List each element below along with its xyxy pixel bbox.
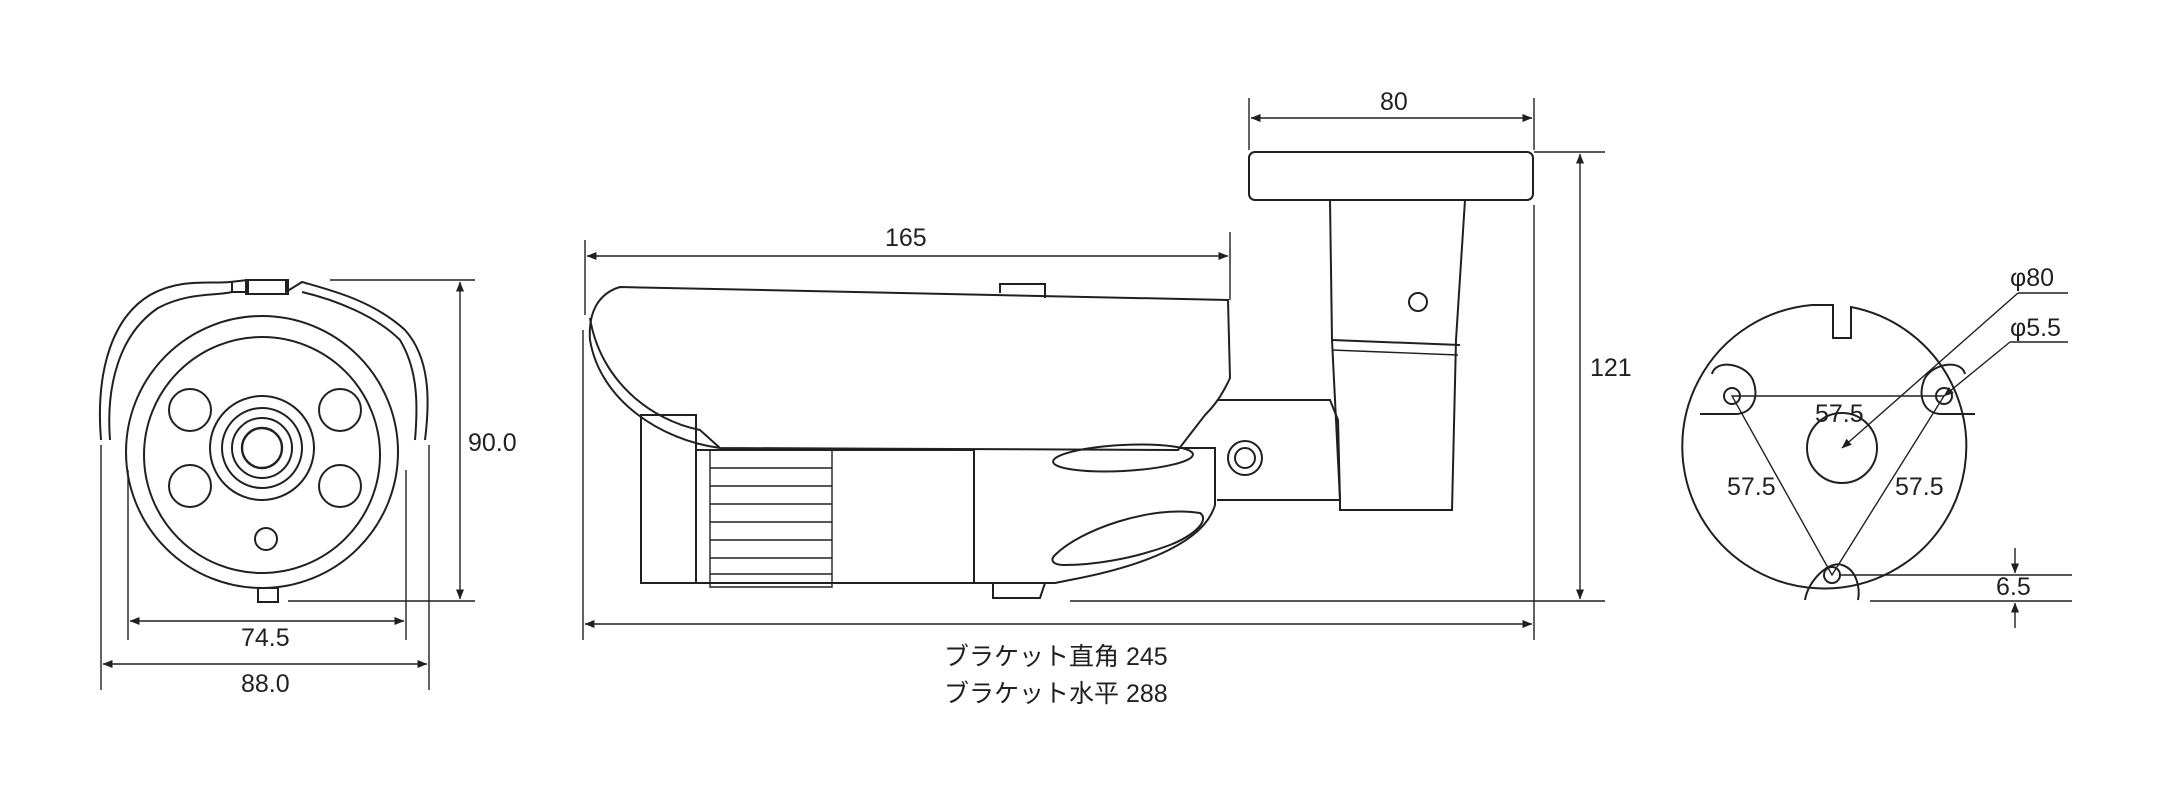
side-lower-oval [1051, 510, 1205, 567]
led-top-left [168, 388, 212, 432]
front-sunshield [98, 278, 429, 441]
front-view: 90.0 74.5 88.0 [98, 278, 517, 698]
leader-mount-diameter [1841, 292, 2019, 449]
dim-mount-diameter: φ80 [2010, 264, 2054, 292]
side-fins [709, 450, 833, 588]
mount-boss-bottom [1804, 563, 1860, 601]
bracket-plate [1248, 151, 1534, 201]
side-bottom-tab [992, 582, 1046, 599]
side-sunshield-lip [589, 317, 721, 449]
mount-boss-right [1920, 363, 1975, 415]
dim-hole-pitch-right: 57.5 [1895, 473, 1944, 501]
leader-hole-diameter [1943, 341, 2011, 397]
dim-hole-pitch-top: 57.5 [1815, 400, 1864, 428]
front-face-circle [143, 336, 381, 574]
caption-bracket-right-angle: ブラケット直角 245 [944, 643, 1168, 671]
side-sunshield [588, 285, 1232, 452]
lens-ring [221, 407, 303, 489]
dim-front-height: 90.0 [468, 429, 517, 457]
mount-plate-outline [1681, 304, 1968, 590]
front-sunshield-inner [108, 291, 418, 441]
front-top-tab [245, 279, 289, 295]
front-bottom-tab [257, 587, 279, 603]
lens-outer [209, 395, 315, 501]
dim-hole-offset: 6.5 [1996, 573, 2031, 601]
dim-front-outer-width: 88.0 [241, 670, 290, 698]
led-top-right [318, 388, 362, 432]
side-view: 165 80 121 ブラケット直角 245 ブラケット水平 288 [582, 88, 1632, 708]
lens-glass [240, 426, 284, 470]
front-small-hole [254, 527, 278, 551]
side-body-mid-block [695, 449, 975, 584]
caption-bracket-horizontal: ブラケット水平 288 [944, 680, 1168, 708]
dim-body-length: 165 [885, 224, 927, 252]
mount-hole-triangle [1730, 395, 1946, 577]
front-body-circle [125, 315, 399, 589]
dim-bracket-width: 80 [1380, 88, 1408, 116]
mount-boss-left [1700, 363, 1757, 415]
dim-front-inner-width: 74.5 [241, 624, 290, 652]
led-bottom-right [318, 464, 362, 508]
side-top-oval [1052, 443, 1194, 473]
bracket-screw-outer [1227, 440, 1263, 476]
dim-hole-diameter: φ5.5 [2010, 314, 2061, 342]
dim-total-height: 121 [1590, 354, 1632, 382]
bracket-screw-inner [1234, 447, 1256, 469]
lens-ring-2 [231, 417, 293, 479]
mount-center-hole [1806, 412, 1878, 484]
side-body [640, 415, 1216, 584]
bracket-arm [1217, 399, 1342, 501]
mount-plate-view: 57.5 57.5 57.5 φ80 φ5.5 6.5 [1681, 264, 2072, 628]
side-top-button [999, 283, 1046, 298]
bracket-column-hole [1408, 292, 1428, 312]
dim-hole-pitch-left: 57.5 [1727, 473, 1776, 501]
led-bottom-left [168, 464, 212, 508]
